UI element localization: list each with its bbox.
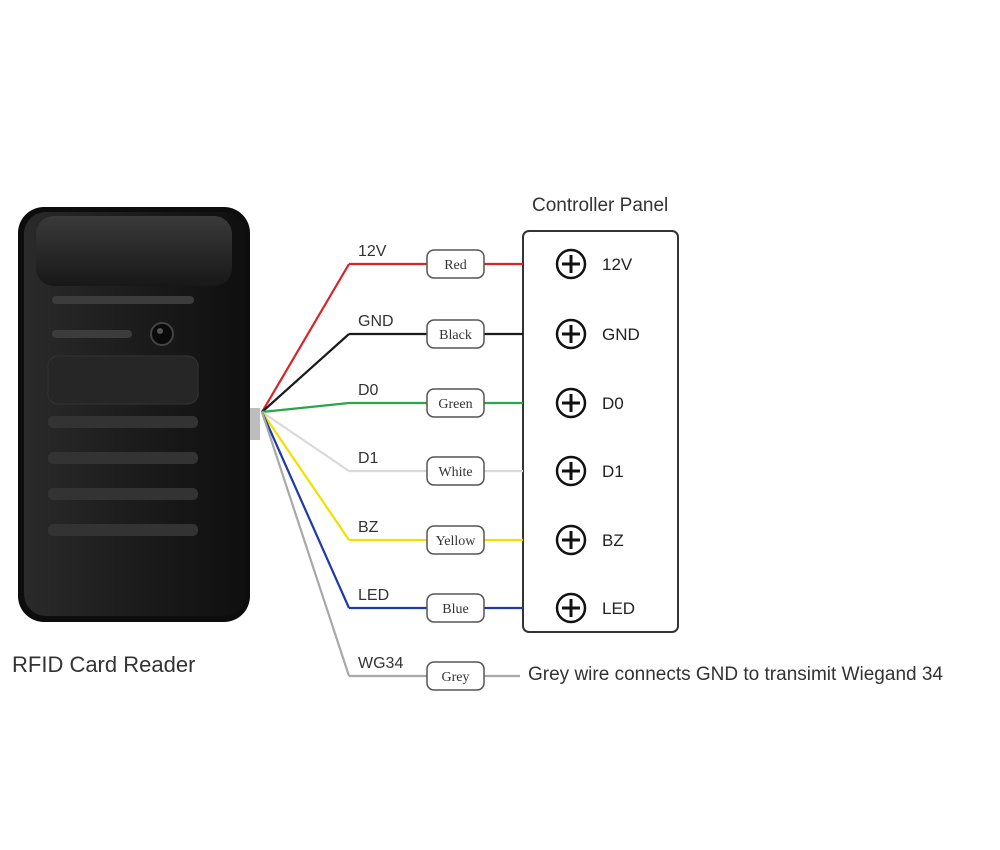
reader-caption: RFID Card Reader: [12, 652, 195, 677]
reader-top-cap: [36, 216, 232, 286]
plus-terminal-icon: [555, 387, 587, 419]
wire-color-badge: [426, 593, 485, 623]
wire-color-label: Green: [438, 397, 472, 412]
terminal-label: D0: [602, 394, 624, 413]
wire-color-label: White: [438, 465, 472, 480]
wire-gnd: GND Black GND: [261, 313, 640, 413]
wire-led: LED Blue LED: [260, 411, 635, 624]
wire-bz: BZ Yellow BZ: [261, 411, 624, 556]
terminal-label: 12V: [602, 255, 633, 274]
terminal-label: GND: [602, 325, 640, 344]
signal-label: BZ: [358, 519, 379, 536]
wire-color-label: Black: [439, 328, 472, 343]
signal-label: 12V: [358, 243, 387, 260]
wire-color-label: Blue: [442, 602, 468, 617]
rfid-reader-device: [18, 207, 260, 622]
wire-color-badge: [426, 456, 485, 486]
plus-terminal-icon: [555, 524, 587, 556]
signal-label: WG34: [358, 655, 403, 672]
cable-grommet: [250, 408, 260, 440]
signal-label: D1: [358, 450, 379, 467]
wiegand-note: Grey wire connects GND to transimit Wieg…: [528, 664, 943, 685]
wire-color-label: Red: [444, 258, 467, 273]
controller-panel: [522, 230, 679, 633]
plus-terminal-icon: [555, 248, 587, 280]
wire-color-badge: [426, 249, 485, 279]
wire-12v: 12V Red 12V: [261, 243, 633, 413]
reader-grille: [47, 296, 199, 536]
plus-terminal-icon: [555, 592, 587, 624]
wire-color-badge: [426, 388, 485, 418]
wire-color-badge: [426, 661, 485, 691]
wire-color-label: Yellow: [436, 534, 477, 549]
signal-label: D0: [358, 382, 379, 399]
terminal-label: LED: [602, 599, 635, 618]
terminal-label: BZ: [602, 531, 624, 550]
plus-terminal-icon: [555, 455, 587, 487]
signal-label: GND: [358, 313, 394, 330]
wire-color-label: Grey: [442, 670, 470, 685]
panel-title: Controller Panel: [532, 195, 668, 216]
plus-terminal-icon: [555, 318, 587, 350]
led-indicator: [150, 322, 174, 346]
terminal-label: D1: [602, 462, 624, 481]
wire-color-badge: [426, 525, 485, 555]
wire-color-badge: [426, 319, 485, 349]
signal-label: LED: [358, 587, 389, 604]
